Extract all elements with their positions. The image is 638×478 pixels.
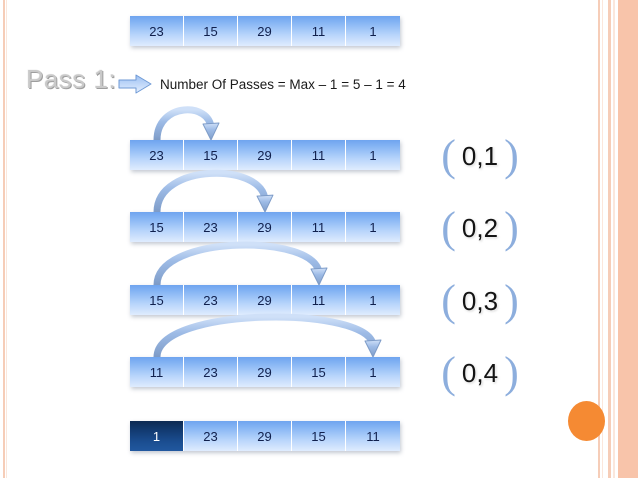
array-cell: 11 xyxy=(292,140,346,170)
bracket-close: ) xyxy=(504,131,519,180)
array-cell: 15 xyxy=(184,16,238,46)
array-cell: 11 xyxy=(292,212,346,242)
array-cell: 15 xyxy=(292,357,346,387)
bracket-open: ( xyxy=(441,131,456,180)
array-cell: 11 xyxy=(130,357,184,387)
left-border-line-1 xyxy=(3,0,5,478)
array-cell: 29 xyxy=(238,212,292,242)
array-cell: 1 xyxy=(346,16,400,46)
index-pair-label: (0,1) xyxy=(432,128,528,184)
bracket-open: ( xyxy=(441,276,456,325)
right-border-line-1 xyxy=(598,0,600,478)
page-title: Pass 1: xyxy=(26,64,117,94)
array-cell: 23 xyxy=(184,285,238,315)
array-cell: 1 xyxy=(346,212,400,242)
passes-note-text: Number Of Passes = Max – 1 = 5 – 1 = 4 xyxy=(160,76,406,92)
array-cell: 11 xyxy=(292,285,346,315)
bracket-close: ) xyxy=(504,348,519,397)
right-border-line-4 xyxy=(613,0,615,478)
array-cell: 1 xyxy=(130,421,184,451)
index-pair-value: 0,2 xyxy=(461,212,499,243)
index-pair-label: (0,4) xyxy=(432,345,528,401)
array-cell: 1 xyxy=(346,357,400,387)
array-cell: 23 xyxy=(130,140,184,170)
array-cell: 11 xyxy=(292,16,346,46)
swap-arrow-0-1 xyxy=(153,106,220,144)
bracket-open: ( xyxy=(441,203,456,252)
right-arrow-icon xyxy=(118,74,152,94)
array-cell: 1 xyxy=(346,140,400,170)
array-cell: 23 xyxy=(184,212,238,242)
left-border-line-2 xyxy=(6,0,7,478)
right-border-line-2 xyxy=(602,0,603,478)
array-cell: 15 xyxy=(292,421,346,451)
index-pair-label: (0,3) xyxy=(432,273,528,329)
right-border-band xyxy=(618,0,638,478)
bracket-close: ) xyxy=(504,203,519,252)
orange-circle-decoration xyxy=(568,401,605,441)
array-cell: 29 xyxy=(238,140,292,170)
array-cell: 23 xyxy=(184,357,238,387)
bracket-close: ) xyxy=(504,276,519,325)
array-cell: 11 xyxy=(346,421,400,451)
bracket-open: ( xyxy=(441,348,456,397)
array-cell: 29 xyxy=(238,421,292,451)
index-pair-label: (0,2) xyxy=(432,200,528,256)
array-cell: 29 xyxy=(238,357,292,387)
array-cell: 15 xyxy=(130,212,184,242)
index-pair-value: 0,4 xyxy=(461,357,499,388)
index-pair-value: 0,1 xyxy=(461,140,499,171)
array-cell: 23 xyxy=(184,421,238,451)
array-cell: 15 xyxy=(130,285,184,315)
array-cell: 15 xyxy=(184,140,238,170)
index-pair-value: 0,3 xyxy=(461,285,499,316)
array-cell: 29 xyxy=(238,285,292,315)
passes-note: Number Of Passes = Max – 1 = 5 – 1 = 4 xyxy=(118,74,406,94)
array-cell: 23 xyxy=(130,16,184,46)
array-cell: 29 xyxy=(238,16,292,46)
array-cell: 1 xyxy=(346,285,400,315)
right-border-line-3 xyxy=(608,0,611,478)
